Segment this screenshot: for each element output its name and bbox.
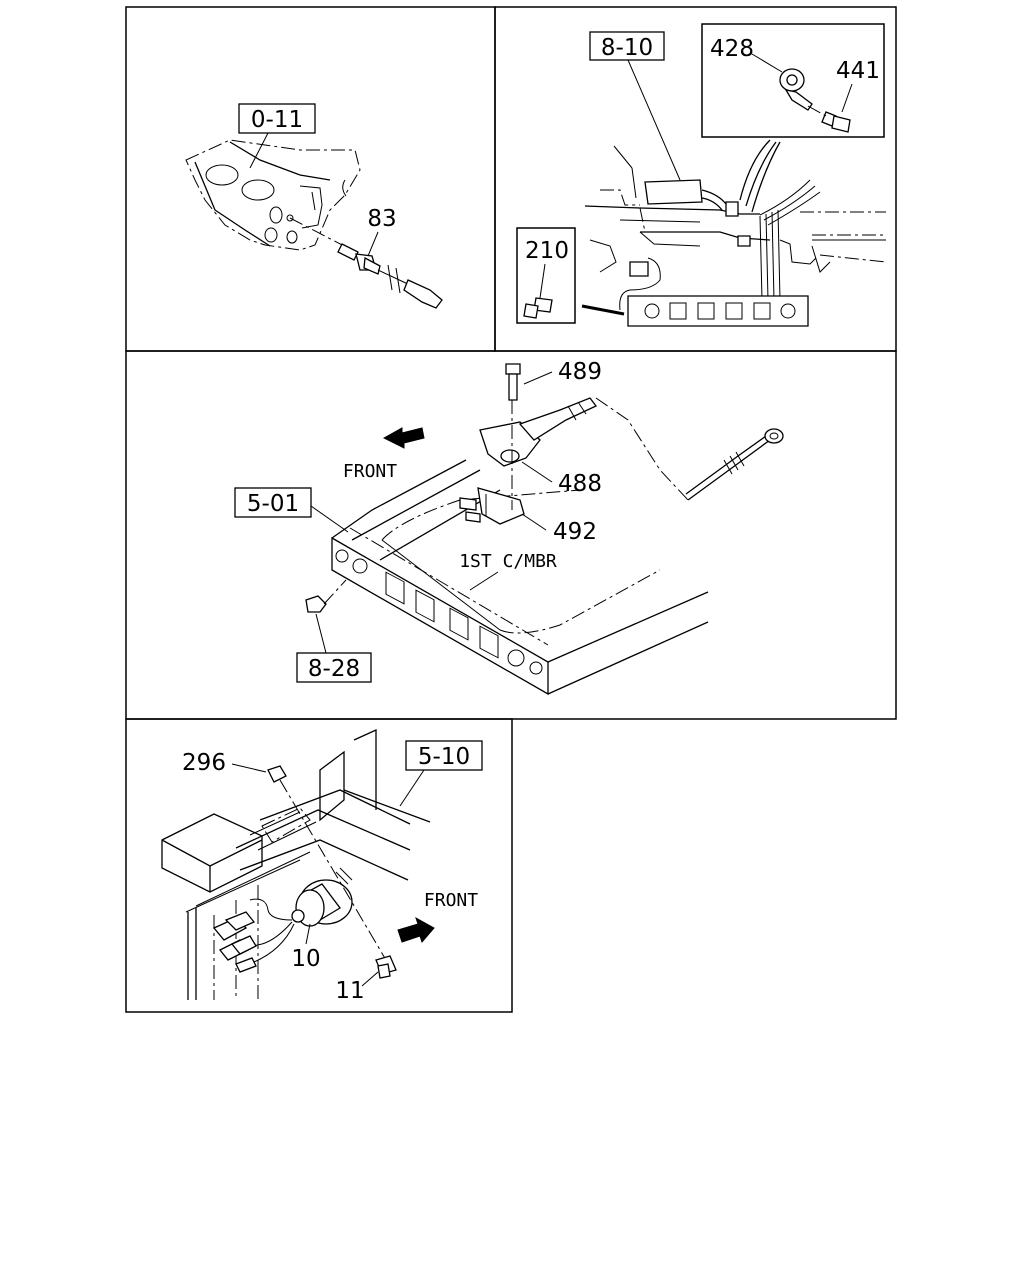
frame-structure-drawing xyxy=(161,728,431,1000)
panel-bottom: FRONT 296 10 11 5-10 xyxy=(161,728,483,1004)
reference-box-8-10[interactable]: 8-10 xyxy=(589,31,665,61)
part-number-83: 83 xyxy=(367,206,396,232)
part-nut[interactable] xyxy=(305,595,327,613)
reference-box-5-01[interactable]: 5-01 xyxy=(234,487,312,518)
part-number-489: 489 xyxy=(558,359,602,385)
reference-label-0-11: 0-11 xyxy=(251,107,303,133)
part-441-bolt[interactable] xyxy=(821,111,851,133)
panel-top-right: 428 441 8-10 xyxy=(516,23,887,327)
reference-box-0-11[interactable]: 0-11 xyxy=(238,103,316,134)
inset-box-210 xyxy=(516,227,576,324)
reference-label-5-10: 5-10 xyxy=(418,744,470,770)
part-number-492: 492 xyxy=(553,519,597,545)
part-number-441: 441 xyxy=(836,58,880,84)
reference-label-8-10: 8-10 xyxy=(601,35,653,61)
part-number-488: 488 xyxy=(558,471,602,497)
wiring-harness-drawing xyxy=(581,139,887,327)
panel-frames xyxy=(125,6,897,1013)
panel-middle: FRONT xyxy=(234,359,784,696)
part-210-bolt[interactable] xyxy=(523,297,553,319)
part-492-bracket[interactable] xyxy=(459,487,525,525)
part-488-cable-bracket[interactable] xyxy=(479,397,598,467)
part-number-428: 428 xyxy=(710,36,754,62)
reference-box-5-10[interactable]: 5-10 xyxy=(405,740,483,771)
engine-block-drawing xyxy=(185,139,361,251)
part-489-bolt[interactable] xyxy=(505,363,521,401)
part-296-clip[interactable] xyxy=(267,765,287,783)
reference-box-8-28[interactable]: 8-28 xyxy=(296,652,372,683)
cross-member-label: 1ST C/MBR xyxy=(459,551,557,572)
reference-label-5-01: 5-01 xyxy=(247,491,299,517)
reference-label-8-28: 8-28 xyxy=(308,656,360,682)
front-direction-label: FRONT xyxy=(343,461,397,482)
cable-end-drawing xyxy=(685,428,784,501)
part-83-sensor[interactable] xyxy=(337,243,443,309)
part-11-bolt[interactable] xyxy=(375,955,397,979)
cross-member-drawing xyxy=(331,459,709,696)
panel-top-left: 0-11 83 xyxy=(185,103,443,309)
front-arrow-icon xyxy=(397,916,435,943)
part-number-296: 296 xyxy=(182,750,226,776)
part-number-10: 10 xyxy=(291,946,320,972)
part-number-11: 11 xyxy=(335,978,364,1004)
part-428-clamp[interactable] xyxy=(779,68,813,111)
part-number-210: 210 xyxy=(525,238,569,264)
front-direction-label: FRONT xyxy=(424,890,478,911)
front-arrow-icon xyxy=(382,427,425,449)
inset-box xyxy=(701,23,885,138)
part-10-sensor[interactable] xyxy=(212,879,353,973)
